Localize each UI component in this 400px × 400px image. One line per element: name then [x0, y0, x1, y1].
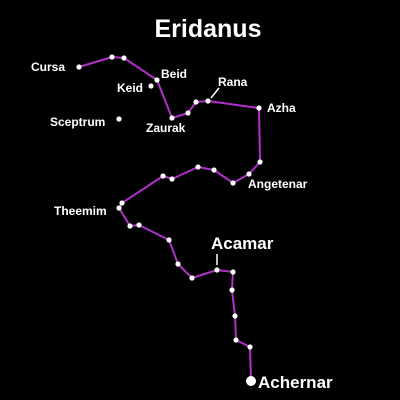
star-label-acamar: Acamar: [211, 234, 274, 253]
star-point: [232, 313, 238, 319]
star-point: [169, 115, 175, 121]
star-label-keid: Keid: [117, 81, 143, 95]
star-point: [166, 237, 172, 243]
star-point: [189, 275, 195, 281]
star-point: [119, 200, 125, 206]
star-point: [154, 77, 160, 83]
pointer-rana: [210, 87, 220, 99]
star-label-rana: Rana: [218, 75, 248, 89]
star-point: [109, 54, 115, 60]
chart-title: Eridanus: [155, 15, 262, 43]
star-point: [175, 261, 181, 267]
star-point-sceptrum: [116, 116, 122, 122]
star-point: [205, 98, 211, 104]
star-point: [257, 159, 263, 165]
star-point: [136, 222, 142, 228]
star-point: [121, 55, 127, 61]
star-point: [246, 376, 256, 386]
star-label-sceptrum: Sceptrum: [50, 115, 105, 129]
star-label-azha: Azha: [267, 101, 296, 115]
star-label-theemim: Theemim: [54, 204, 107, 218]
star-point: [229, 287, 235, 293]
star-point: [169, 176, 175, 182]
star-point: [160, 173, 166, 179]
star-point: [195, 164, 201, 170]
star-point: [127, 223, 133, 229]
star-point: [246, 171, 252, 177]
star-point: [214, 267, 220, 273]
star-label-zaurak: Zaurak: [146, 121, 186, 135]
star-point: [233, 337, 239, 343]
star-point: [230, 269, 236, 275]
star-point: [247, 344, 253, 350]
star-point: [256, 105, 262, 111]
star-label-achernar: Achernar: [258, 373, 333, 392]
star-label-angetenar: Angetenar: [248, 177, 308, 191]
star-point: [116, 205, 122, 211]
star-point: [76, 64, 82, 70]
star-point-keid: [148, 83, 154, 89]
star-point: [211, 167, 217, 173]
star-label-beid: Beid: [161, 67, 187, 81]
star-point: [193, 99, 199, 105]
star-point: [230, 180, 236, 186]
eridanus-river-line: [78, 56, 261, 382]
star-label-cursa: Cursa: [31, 60, 65, 74]
star-point: [185, 110, 191, 116]
label-pointers: [210, 87, 220, 265]
star-points: [76, 54, 263, 386]
constellation-lines: [78, 56, 261, 382]
